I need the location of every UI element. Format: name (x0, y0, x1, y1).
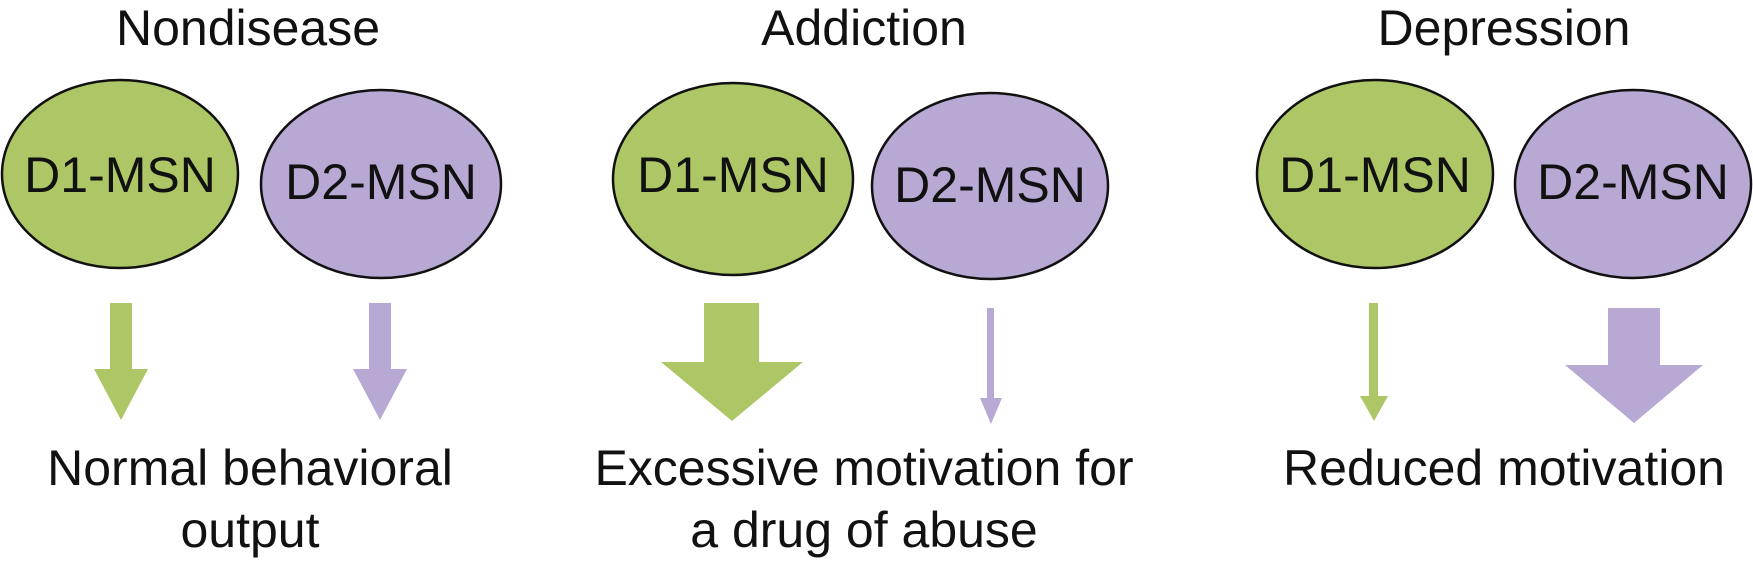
d2-msn-cell (259, 88, 503, 280)
panel-addiction: Addiction D1-MSN D2-MSN Excessive motiva… (594, 0, 1133, 558)
d2-msn-label: D2-MSN (894, 157, 1086, 213)
d2-output-arrow (353, 303, 407, 420)
d1-msn-label: D1-MSN (24, 147, 216, 203)
outcome-line-2: output (180, 502, 319, 558)
d2-msn-cell (1513, 88, 1753, 280)
d1-msn-cell (0, 78, 240, 270)
d2-msn-cell (870, 91, 1110, 281)
d2-output-arrow (1565, 308, 1703, 423)
panel-title: Depression (1378, 0, 1631, 56)
d1-msn-label: D1-MSN (637, 147, 829, 203)
outcome-line-1: Excessive motivation for (594, 440, 1133, 496)
d2-msn-label: D2-MSN (1537, 154, 1729, 210)
panel-title: Nondisease (116, 0, 380, 56)
panel-depression: Depression D1-MSN D2-MSN Reduced motivat… (1255, 0, 1753, 496)
outcome-line-1: Normal behavioral (47, 440, 453, 496)
d1-output-arrow (661, 303, 803, 421)
panel-nondisease: Nondisease D1-MSN D2-MSN Normal behavior… (0, 0, 503, 558)
outcome-line-2: a drug of abuse (690, 502, 1038, 558)
outcome-line-1: Reduced motivation (1283, 440, 1725, 496)
d2-msn-label: D2-MSN (285, 154, 477, 210)
d1-output-arrow (1360, 303, 1388, 421)
d1-msn-cell (1255, 78, 1495, 270)
d1-output-arrow (94, 303, 148, 420)
panel-title: Addiction (761, 0, 967, 56)
d1-msn-cell (611, 81, 855, 277)
d1-msn-label: D1-MSN (1279, 147, 1471, 203)
d2-output-arrow (980, 308, 1002, 424)
